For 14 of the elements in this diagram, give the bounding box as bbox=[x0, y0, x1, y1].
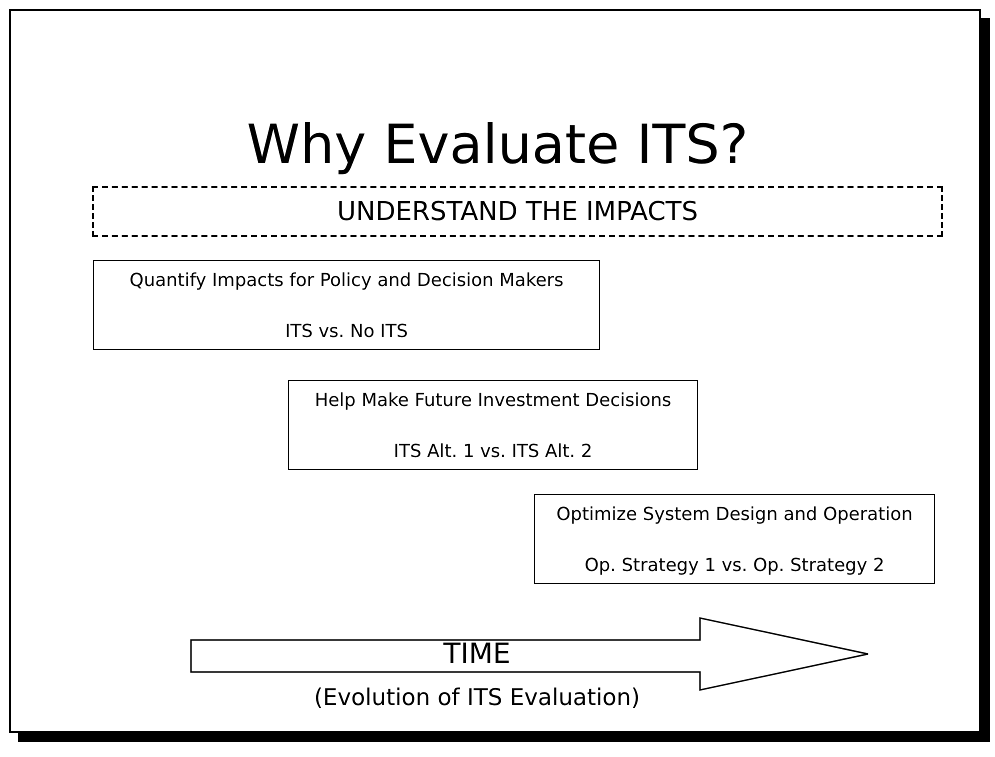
slide-title: Why Evaluate ITS? bbox=[246, 112, 750, 178]
caption-text: (Evolution of ITS Evaluation) bbox=[312, 684, 642, 713]
heading-text: Help Make Future Investment Decisions bbox=[314, 389, 672, 413]
arrow-label: TIME bbox=[442, 637, 512, 671]
banner-box bbox=[92, 186, 943, 237]
heading-text: Quantify Impacts for Policy and Decision Makers bbox=[128, 269, 564, 293]
heading-text: UNDERSTAND THE IMPACTS bbox=[336, 196, 699, 228]
heading-text: Optimize System Design and Operation bbox=[555, 503, 914, 527]
comparison-text: ITS vs. No ITS bbox=[284, 320, 409, 344]
text-box bbox=[93, 260, 600, 350]
text-box bbox=[288, 380, 698, 470]
comparison-text: Op. Strategy 1 vs. Op. Strategy 2 bbox=[584, 554, 886, 578]
text-box bbox=[534, 494, 935, 584]
comparison-text: ITS Alt. 1 vs. ITS Alt. 2 bbox=[392, 440, 594, 464]
